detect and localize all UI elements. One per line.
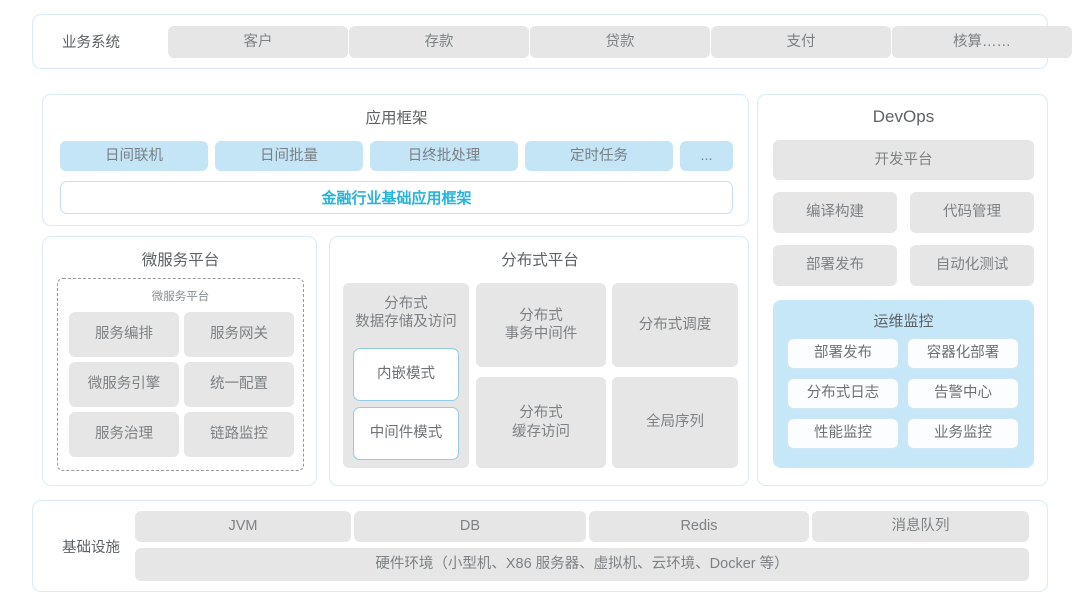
devops-chip-deploy-release[interactable]: 部署发布 bbox=[773, 245, 897, 286]
monitoring-chip-container-deploy[interactable]: 容器化部署 bbox=[907, 338, 1019, 369]
business-chip-accounting[interactable]: 核算…… bbox=[892, 26, 1072, 58]
infrastructure-label: 基础设施 bbox=[62, 539, 120, 556]
infra-hardware-bar[interactable]: 硬件环境（小型机、X86 服务器、虚拟机、云环境、Docker 等） bbox=[135, 548, 1029, 581]
app-framework-chip-more[interactable]: ... bbox=[680, 141, 733, 171]
microservice-chip-engine[interactable]: 微服务引擎 bbox=[69, 362, 179, 407]
app-framework-chip-online[interactable]: 日间联机 bbox=[60, 141, 208, 171]
devops-monitoring-title: 运维监控 bbox=[873, 313, 934, 330]
infrastructure-panel: 基础设施 JVM DB Redis 消息队列 硬件环境（小型机、X86 服务器、… bbox=[32, 500, 1048, 592]
devops-chip-code-management[interactable]: 代码管理 bbox=[910, 192, 1034, 233]
distributed-chip-global-sequence[interactable]: 全局序列 bbox=[612, 377, 738, 468]
monitoring-chip-distributed-log[interactable]: 分布式日志 bbox=[787, 378, 899, 409]
microservice-chip-gateway[interactable]: 服务网关 bbox=[184, 312, 294, 357]
business-layer-panel: 业务系统 客户 存款 贷款 支付 核算…… bbox=[32, 14, 1072, 69]
distributed-chip-cache-access[interactable]: 分布式 缓存访问 bbox=[476, 377, 606, 468]
devops-monitoring-box: 运维监控 部署发布 容器化部署 分布式日志 告警中心 性能监控 业务监控 bbox=[773, 300, 1034, 468]
distributed-mode-middleware[interactable]: 中间件模式 bbox=[353, 407, 459, 460]
microservice-chip-governance[interactable]: 服务治理 bbox=[69, 412, 179, 457]
distributed-mode-embedded[interactable]: 内嵌模式 bbox=[353, 348, 459, 401]
microservice-inner-dashed-box: 微服务平台 服务编排 服务网关 微服务引擎 统一配置 服务治理 链路监控 bbox=[57, 278, 304, 471]
devops-chip-compile-build[interactable]: 编译构建 bbox=[773, 192, 897, 233]
business-chip-loan[interactable]: 贷款 bbox=[530, 26, 710, 58]
distributed-platform-panel: 分布式平台 分布式 数据存储及访问 内嵌模式 中间件模式 分布式 事务中间件 分… bbox=[329, 236, 749, 486]
distributed-storage-label: 分布式 数据存储及访问 bbox=[355, 296, 457, 331]
distributed-chip-scheduling[interactable]: 分布式调度 bbox=[612, 283, 738, 367]
microservice-chip-orchestration[interactable]: 服务编排 bbox=[69, 312, 179, 357]
devops-title: DevOps bbox=[872, 107, 935, 126]
finance-base-framework-bar[interactable]: 金融行业基础应用框架 bbox=[60, 181, 733, 214]
microservice-platform-title: 微服务平台 bbox=[141, 252, 220, 269]
infra-chip-redis[interactable]: Redis bbox=[589, 511, 809, 542]
monitoring-chip-performance[interactable]: 性能监控 bbox=[787, 418, 899, 449]
devops-chip-dev-platform[interactable]: 开发平台 bbox=[773, 140, 1034, 180]
business-layer-label: 业务系统 bbox=[62, 35, 120, 51]
microservice-chip-unified-config[interactable]: 统一配置 bbox=[184, 362, 294, 407]
monitoring-chip-alert-center[interactable]: 告警中心 bbox=[907, 378, 1019, 409]
monitoring-chip-deploy-release[interactable]: 部署发布 bbox=[787, 338, 899, 369]
devops-chip-automated-test[interactable]: 自动化测试 bbox=[910, 245, 1034, 286]
infra-chip-db[interactable]: DB bbox=[354, 511, 586, 542]
app-framework-chip-daybatch[interactable]: 日间批量 bbox=[215, 141, 363, 171]
distributed-chip-transaction-middleware[interactable]: 分布式 事务中间件 bbox=[476, 283, 606, 367]
app-framework-title: 应用框架 bbox=[365, 110, 428, 127]
infra-chip-jvm[interactable]: JVM bbox=[135, 511, 351, 542]
business-chip-deposit[interactable]: 存款 bbox=[349, 26, 529, 58]
app-framework-chip-eod-batch[interactable]: 日终批处理 bbox=[370, 141, 518, 171]
microservice-platform-panel: 微服务平台 微服务平台 服务编排 服务网关 微服务引擎 统一配置 服务治理 链路… bbox=[42, 236, 317, 486]
microservice-chip-trace-monitor[interactable]: 链路监控 bbox=[184, 412, 294, 457]
distributed-platform-title: 分布式平台 bbox=[501, 252, 579, 269]
app-framework-panel: 应用框架 日间联机 日间批量 日终批处理 定时任务 ... 金融行业基础应用框架 bbox=[42, 94, 749, 226]
devops-panel: DevOps 开发平台 编译构建 代码管理 部署发布 自动化测试 运维监控 部署… bbox=[757, 94, 1048, 486]
business-chip-customer[interactable]: 客户 bbox=[168, 26, 348, 58]
monitoring-chip-business[interactable]: 业务监控 bbox=[907, 418, 1019, 449]
microservice-inner-label: 微服务平台 bbox=[151, 291, 210, 303]
app-framework-chip-scheduled-task[interactable]: 定时任务 bbox=[525, 141, 673, 171]
business-chip-payment[interactable]: 支付 bbox=[711, 26, 891, 58]
infra-chip-message-queue[interactable]: 消息队列 bbox=[812, 511, 1029, 542]
